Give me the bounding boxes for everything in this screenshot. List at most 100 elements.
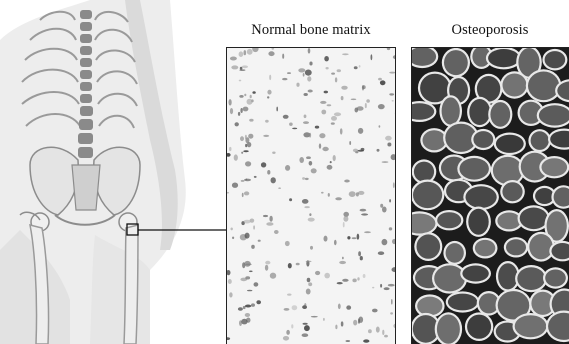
bone-speckle <box>302 333 309 337</box>
bone-speckle <box>328 193 330 197</box>
pore <box>434 265 465 291</box>
pore <box>529 234 552 259</box>
osteoporosis-label: Osteoporosis <box>411 22 569 39</box>
bone-speckle <box>346 340 351 342</box>
bone-speckle <box>358 251 361 256</box>
bone-speckle <box>265 120 269 123</box>
pore <box>413 182 442 208</box>
bone-speckle <box>343 222 345 227</box>
bone-speckle <box>340 128 343 134</box>
bone-speckle <box>324 91 328 94</box>
bone-speckle <box>311 168 317 173</box>
bone-speckle <box>342 279 348 282</box>
bone-speckle <box>244 261 251 267</box>
pore <box>442 97 460 124</box>
pore <box>437 212 461 228</box>
bone-speckle <box>388 284 395 287</box>
bone-speckle <box>315 126 319 129</box>
bone-speckle <box>249 271 253 273</box>
bone-speckle <box>232 237 234 240</box>
bone-speckle <box>241 152 243 154</box>
bone-speckle <box>239 69 245 71</box>
bone-speckle <box>244 191 249 195</box>
bone-speckle <box>244 220 251 224</box>
bone-speckle <box>263 215 268 217</box>
bone-speckle <box>334 240 337 245</box>
bone-speckle <box>253 225 255 229</box>
bone-speckle <box>265 265 268 271</box>
bone-speckle <box>358 191 364 195</box>
bone-speckle <box>357 150 364 152</box>
pore <box>528 72 559 101</box>
bone-speckle <box>341 86 347 90</box>
pore <box>490 102 510 127</box>
bone-speckle <box>307 278 311 282</box>
bone-speckle <box>334 112 341 116</box>
bone-speckle <box>239 51 244 57</box>
bone-speckle <box>270 273 276 279</box>
bone-speckle <box>363 339 369 342</box>
normal-bone-matrix-panel <box>226 47 396 344</box>
bone-speckle <box>303 323 308 325</box>
bone-speckle <box>252 91 255 94</box>
bone-speckle <box>271 177 276 183</box>
bone-speckle <box>268 51 274 56</box>
bone-speckle <box>302 177 305 180</box>
pore <box>437 315 460 344</box>
pore <box>488 49 519 67</box>
pore <box>542 158 568 176</box>
bone-speckle <box>298 68 305 72</box>
bone-speckle <box>343 216 348 222</box>
bone-speckle <box>240 136 244 141</box>
bone-speckle <box>380 284 382 288</box>
bone-speckle <box>341 321 344 326</box>
bone-speckle <box>304 325 310 331</box>
bone-speckle <box>302 199 309 204</box>
pore <box>414 162 434 182</box>
bone-speckle <box>372 309 378 313</box>
bone-speckle <box>248 134 253 139</box>
bone-speckle <box>349 191 356 197</box>
bone-speckle <box>285 165 290 171</box>
bone-speckle <box>299 157 304 163</box>
pore <box>496 135 524 153</box>
bone-speckle <box>228 279 232 284</box>
pore <box>423 130 446 150</box>
bone-speckle <box>304 93 308 96</box>
bone-speckle <box>246 318 250 323</box>
bone-speckle <box>327 165 333 170</box>
bone-speckle <box>287 72 291 74</box>
bone-speckle <box>243 107 249 112</box>
bone-speckle <box>391 299 393 305</box>
bone-speckle <box>304 206 309 208</box>
pore <box>475 240 495 256</box>
bone-speckle <box>347 236 350 239</box>
bone-speckle <box>232 183 238 188</box>
bone-speckle <box>254 282 259 286</box>
bone-speckle <box>245 233 250 239</box>
normal-bone-matrix-label: Normal bone matrix <box>226 22 396 39</box>
bone-speckle <box>239 80 242 82</box>
bone-speckle <box>269 216 272 222</box>
bone-speckle <box>296 83 299 87</box>
bone-speckle <box>288 263 292 268</box>
bone-speckle <box>242 193 244 197</box>
bone-speckle <box>267 90 271 95</box>
bone-speckle <box>393 182 395 188</box>
bone-speckle <box>247 49 253 55</box>
bone-speckle <box>251 245 255 249</box>
pore <box>446 243 464 263</box>
bone-speckle <box>238 112 240 116</box>
bone-speckle <box>376 327 380 333</box>
bone-speckle <box>239 95 243 98</box>
bone-speckle <box>230 57 237 61</box>
bone-speckle <box>380 204 383 208</box>
bone-speckle <box>240 108 242 113</box>
bone-speckle <box>282 54 284 59</box>
bone-speckle <box>306 289 311 295</box>
bone-speckle <box>306 261 312 263</box>
bone-speckle <box>378 78 382 81</box>
bone-speckle <box>319 143 321 148</box>
pore <box>444 50 468 75</box>
bone-speckle <box>258 240 261 242</box>
